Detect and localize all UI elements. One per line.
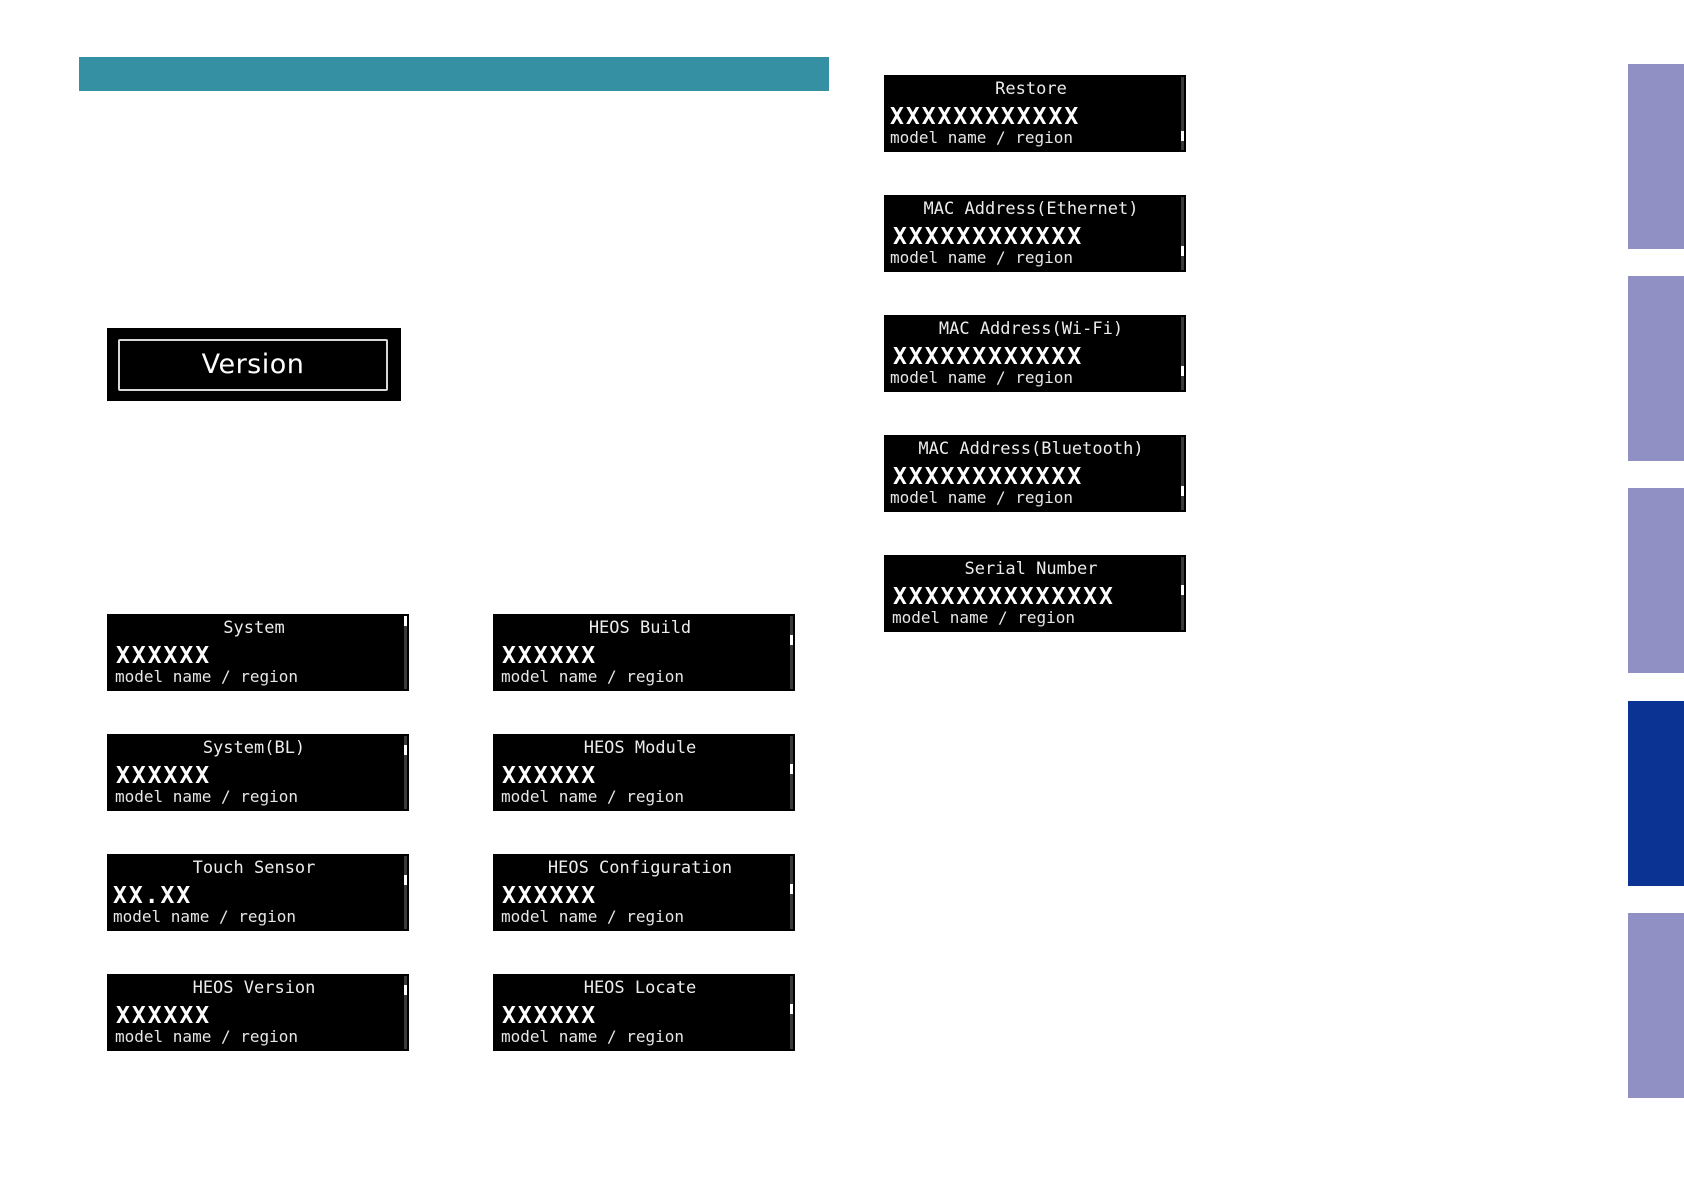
scroll-thumb	[790, 635, 793, 645]
scroll-thumb	[404, 875, 407, 885]
screen-subtitle: model name / region	[890, 128, 1074, 147]
side-tab-5[interactable]	[1628, 913, 1684, 1098]
screen-value: XXXXXXXXXXXX	[893, 344, 1084, 370]
scrollbar	[1181, 197, 1184, 270]
screen-mac-ethernet: MAC Address(Ethernet) XXXXXXXXXXXX model…	[884, 195, 1186, 272]
side-tab-4-active[interactable]	[1628, 701, 1684, 886]
screen-value: XX.XX	[113, 883, 193, 909]
scroll-thumb	[790, 764, 793, 774]
screen-title: HEOS Configuration	[547, 858, 733, 878]
screen-subtitle: model name / region	[115, 1027, 299, 1046]
screen-title: MAC Address(Ethernet)	[923, 199, 1139, 219]
scroll-thumb	[1181, 486, 1184, 496]
screen-system-bl: System(BL) XXXXXX model name / region	[107, 734, 409, 811]
scrollbar	[790, 856, 793, 929]
scrollbar	[1181, 77, 1184, 150]
screen-value: XXXXXXXXXXXX	[890, 104, 1081, 130]
screen-title: Serial Number	[964, 559, 1098, 579]
scroll-thumb	[1181, 131, 1184, 141]
screen-restore: Restore XXXXXXXXXXXX model name / region	[884, 75, 1186, 152]
screen-heos-build: HEOS Build XXXXXX model name / region	[493, 614, 795, 691]
scrollbar	[404, 976, 407, 1049]
side-tab-3[interactable]	[1628, 488, 1684, 673]
screen-subtitle: model name / region	[501, 667, 685, 686]
screen-value: XXXXXX	[116, 1003, 212, 1029]
scroll-thumb	[1181, 246, 1184, 256]
screen-title: MAC Address(Wi-Fi)	[938, 319, 1124, 339]
screen-value: XXXXXXXXXXXXXX	[893, 584, 1115, 610]
screen-subtitle: model name / region	[115, 787, 299, 806]
screen-heos-module: HEOS Module XXXXXX model name / region	[493, 734, 795, 811]
screen-subtitle: model name / region	[501, 1027, 685, 1046]
screen-heos-configuration: HEOS Configuration XXXXXX model name / r…	[493, 854, 795, 931]
screen-title: Restore	[995, 79, 1067, 99]
screen-value: XXXXXX	[502, 883, 598, 909]
screen-title: System(BL)	[202, 738, 306, 758]
screen-title: HEOS Module	[583, 738, 697, 758]
scroll-thumb	[790, 1004, 793, 1014]
screen-value: XXXXXX	[502, 763, 598, 789]
scroll-thumb	[1181, 585, 1184, 595]
screen-title: MAC Address(Bluetooth)	[918, 439, 1144, 459]
screen-title: HEOS Locate	[583, 978, 697, 998]
scroll-thumb	[404, 745, 407, 755]
screen-subtitle: model name / region	[501, 787, 685, 806]
screen-subtitle: model name / region	[890, 368, 1074, 387]
screen-value: XXXXXX	[502, 643, 598, 669]
screen-title: Touch Sensor	[192, 858, 316, 878]
screen-title: System	[223, 618, 285, 638]
scrollbar	[790, 976, 793, 1049]
version-button[interactable]: Version	[118, 339, 388, 391]
scrollbar	[404, 856, 407, 929]
scroll-thumb	[404, 616, 407, 626]
screen-mac-bluetooth: MAC Address(Bluetooth) XXXXXXXXXXXX mode…	[884, 435, 1186, 512]
scrollbar	[1181, 557, 1184, 630]
screen-touch-sensor: Touch Sensor XX.XX model name / region	[107, 854, 409, 931]
screen-title: HEOS Build	[588, 618, 692, 638]
screen-subtitle: model name / region	[890, 488, 1074, 507]
scrollbar	[1181, 317, 1184, 390]
side-tab-1[interactable]	[1628, 64, 1684, 249]
scrollbar	[1181, 437, 1184, 510]
screen-subtitle: model name / region	[892, 608, 1076, 627]
scroll-thumb	[1181, 366, 1184, 376]
screen-subtitle: model name / region	[115, 667, 299, 686]
scroll-thumb	[404, 985, 407, 995]
section-header-bar	[79, 57, 829, 91]
screen-value: XXXXXX	[502, 1003, 598, 1029]
screen-serial-number: Serial Number XXXXXXXXXXXXXX model name …	[884, 555, 1186, 632]
scroll-thumb	[790, 884, 793, 894]
scrollbar	[790, 616, 793, 689]
screen-value: XXXXXX	[116, 763, 212, 789]
screen-subtitle: model name / region	[113, 907, 297, 926]
scrollbar	[404, 616, 407, 689]
screen-mac-wifi: MAC Address(Wi-Fi) XXXXXXXXXXXX model na…	[884, 315, 1186, 392]
screen-system: System XXXXXX model name / region	[107, 614, 409, 691]
screen-value: XXXXXX	[116, 643, 212, 669]
screen-value: XXXXXXXXXXXX	[893, 224, 1084, 250]
screen-title: HEOS Version	[192, 978, 316, 998]
screen-heos-version: HEOS Version XXXXXX model name / region	[107, 974, 409, 1051]
screen-subtitle: model name / region	[501, 907, 685, 926]
scrollbar	[404, 736, 407, 809]
screen-heos-locate: HEOS Locate XXXXXX model name / region	[493, 974, 795, 1051]
scrollbar	[790, 736, 793, 809]
version-display: Version	[107, 328, 401, 401]
side-tab-2[interactable]	[1628, 276, 1684, 461]
screen-subtitle: model name / region	[890, 248, 1074, 267]
screen-value: XXXXXXXXXXXX	[893, 464, 1084, 490]
